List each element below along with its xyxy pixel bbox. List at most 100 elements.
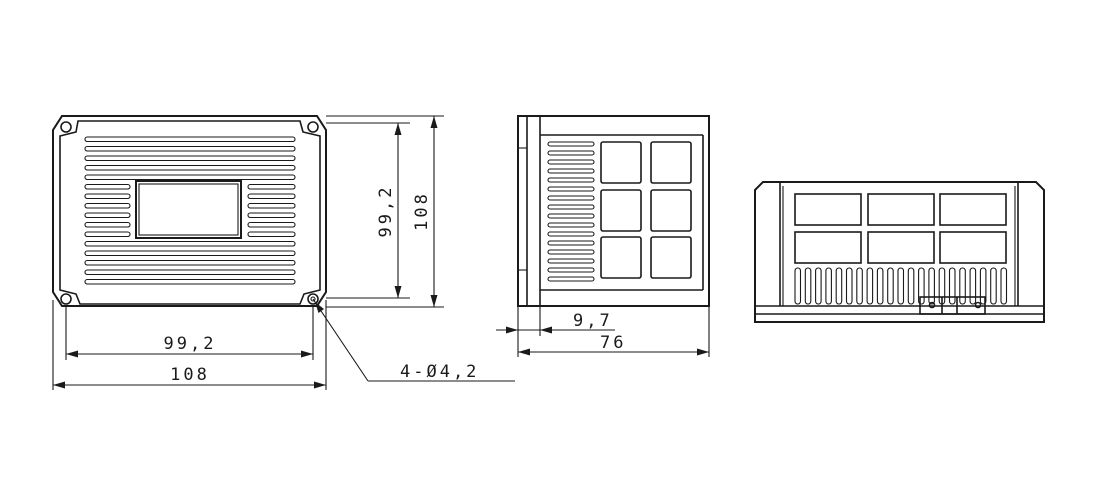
top-window bbox=[794, 193, 862, 226]
top-slot bbox=[845, 267, 853, 305]
top-cooling-slots bbox=[794, 267, 1008, 305]
front-cooling-slots bbox=[84, 136, 296, 285]
front-slot bbox=[84, 221, 131, 228]
front-outer-plate bbox=[52, 115, 327, 307]
top-window-grid bbox=[794, 193, 1007, 264]
top-window bbox=[939, 193, 1007, 226]
hole-center-mark bbox=[310, 296, 316, 302]
side-slot bbox=[547, 141, 595, 147]
dim-label-side-depth: 76 bbox=[600, 333, 626, 353]
side-button bbox=[650, 189, 692, 232]
side-button bbox=[600, 236, 642, 279]
top-slot bbox=[876, 267, 884, 305]
top-slot bbox=[887, 267, 894, 305]
front-slot bbox=[84, 136, 296, 143]
top-slot bbox=[815, 267, 822, 305]
front-slot bbox=[247, 231, 296, 238]
side-slot bbox=[547, 249, 595, 255]
front-slot bbox=[84, 202, 131, 209]
front-slot bbox=[84, 259, 296, 266]
front-slot bbox=[84, 164, 296, 171]
mounting-hole-top-left bbox=[60, 121, 72, 133]
front-slot bbox=[84, 269, 296, 276]
side-slot bbox=[547, 267, 595, 273]
mounting-hole-bottom-left bbox=[60, 293, 72, 305]
side-cooling-slots bbox=[547, 141, 595, 282]
top-slot bbox=[835, 267, 843, 305]
side-slot bbox=[547, 258, 595, 264]
front-slot bbox=[84, 231, 131, 238]
top-slot bbox=[856, 267, 863, 305]
side-dimensions: 9,7 76 bbox=[496, 306, 710, 357]
front-slot bbox=[84, 193, 131, 200]
side-slot bbox=[547, 150, 595, 156]
top-window bbox=[794, 231, 862, 264]
side-slot bbox=[547, 231, 595, 237]
side-button bbox=[650, 141, 692, 184]
front-display-window bbox=[135, 180, 242, 239]
top-slot bbox=[979, 267, 987, 305]
side-slot bbox=[547, 222, 595, 228]
top-slot bbox=[918, 267, 925, 305]
top-window bbox=[867, 193, 935, 226]
front-slot bbox=[247, 202, 296, 209]
top-slot bbox=[959, 267, 966, 305]
top-slot bbox=[825, 267, 832, 305]
side-button bbox=[650, 236, 692, 279]
front-slot bbox=[247, 183, 296, 190]
top-window bbox=[867, 231, 935, 264]
front-slot bbox=[84, 278, 296, 285]
front-slot bbox=[84, 145, 296, 152]
side-slot bbox=[547, 240, 595, 246]
dim-label-hole-callout: 4-Ø4,2 bbox=[400, 362, 479, 382]
side-slot bbox=[547, 204, 595, 210]
dim-label-front-inner-width: 99,2 bbox=[164, 334, 217, 354]
side-button bbox=[600, 141, 642, 184]
front-slot bbox=[84, 212, 131, 219]
front-inner-panel bbox=[59, 120, 321, 305]
side-slot bbox=[547, 213, 595, 219]
front-slot bbox=[247, 221, 296, 228]
top-slot bbox=[1000, 267, 1008, 305]
top-window bbox=[939, 231, 1007, 264]
mounting-hole-bottom-right bbox=[307, 293, 319, 305]
front-slot bbox=[84, 250, 296, 257]
mounting-hole-top-right bbox=[307, 121, 319, 133]
side-view bbox=[517, 115, 710, 307]
dim-label-side-flange: 9,7 bbox=[573, 311, 613, 331]
hole-leader-line bbox=[312, 298, 369, 382]
side-slot bbox=[547, 159, 595, 165]
top-outer-body bbox=[754, 181, 1045, 323]
front-display-window-inner bbox=[138, 183, 239, 236]
front-slot bbox=[84, 174, 296, 181]
side-outer-body bbox=[517, 115, 710, 307]
terminal-bracket bbox=[919, 296, 986, 315]
top-slot bbox=[969, 267, 977, 305]
front-slot bbox=[84, 240, 296, 247]
front-view bbox=[52, 115, 327, 307]
top-slot bbox=[866, 267, 874, 305]
front-slot bbox=[84, 183, 131, 190]
terminal-screw-left-icon bbox=[928, 301, 936, 309]
front-dimensions: 99,2 108 99,2 108 4-Ø4,2 bbox=[52, 115, 515, 390]
top-slot bbox=[907, 267, 915, 305]
side-slot bbox=[547, 168, 595, 174]
side-button bbox=[600, 189, 642, 232]
side-slot bbox=[547, 186, 595, 192]
top-slot bbox=[804, 267, 812, 305]
side-button-grid bbox=[600, 141, 692, 279]
top-slot bbox=[897, 267, 905, 305]
top-slot bbox=[794, 267, 802, 305]
dim-label-front-outer-height: 108 bbox=[412, 191, 432, 231]
dim-label-front-outer-width: 108 bbox=[170, 365, 210, 385]
dim-label-front-inner-height: 99,2 bbox=[376, 185, 396, 238]
top-slot bbox=[928, 267, 935, 305]
top-view bbox=[754, 181, 1045, 323]
front-slot bbox=[247, 212, 296, 219]
side-slot bbox=[547, 195, 595, 201]
top-slot bbox=[990, 267, 997, 305]
side-slot bbox=[547, 276, 595, 282]
front-slot bbox=[84, 155, 296, 162]
side-slot bbox=[547, 177, 595, 183]
